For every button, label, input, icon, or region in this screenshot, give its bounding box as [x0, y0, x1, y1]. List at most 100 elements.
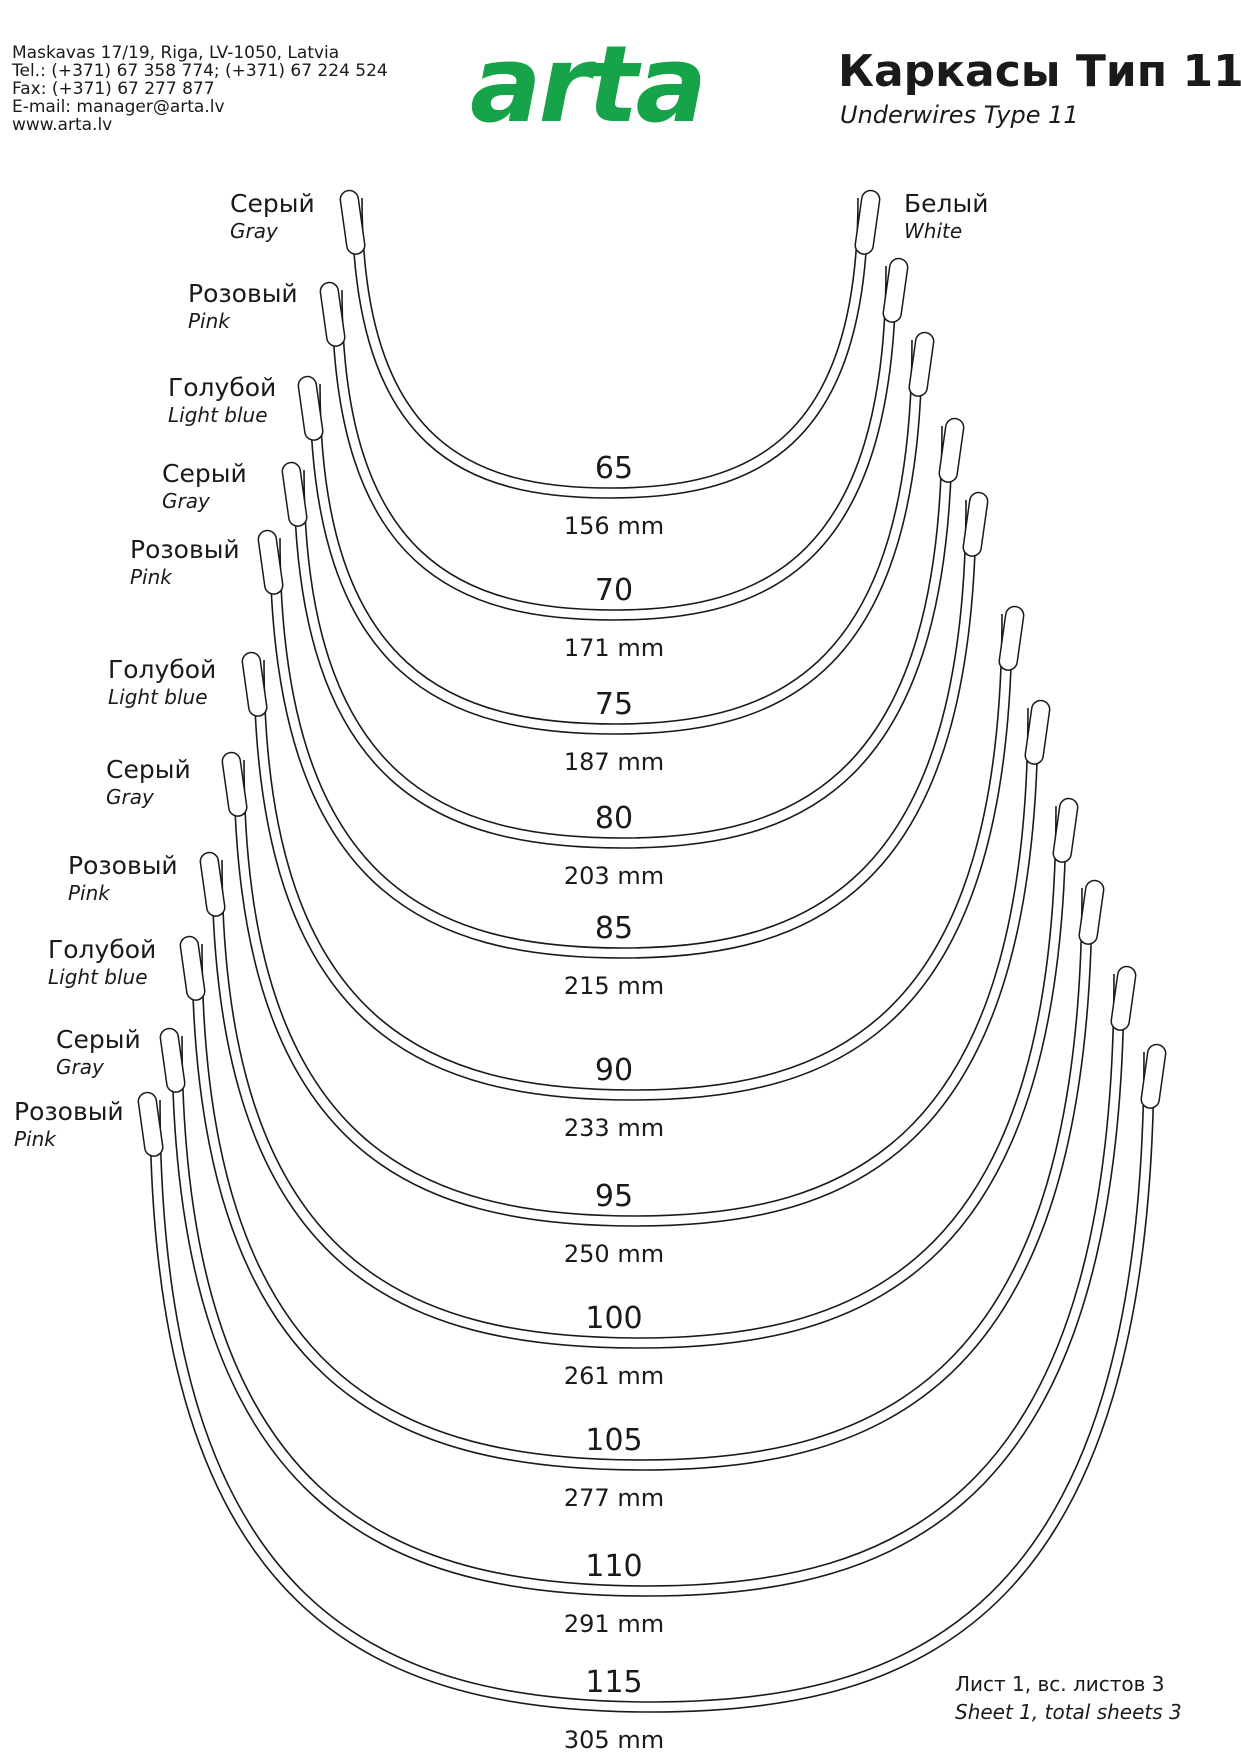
- wire-outer-line: [211, 805, 1067, 1349]
- wire-outer-line: [351, 197, 869, 499]
- wire-right-tip: [1024, 699, 1051, 765]
- arta-logo: arta: [470, 23, 707, 146]
- wire-size-label: 95: [595, 1179, 633, 1214]
- wire-color-ru: Серый: [56, 1025, 141, 1054]
- wire-color-ru: Розовый: [68, 851, 178, 880]
- wire-right-color-ru: Белый: [904, 189, 989, 218]
- wire-inner-line: [159, 1051, 1145, 1703]
- wire-length-label: 156 mm: [564, 512, 664, 540]
- wire-color-ru: Розовый: [14, 1097, 124, 1126]
- wire-right-tip: [998, 605, 1025, 671]
- wire-color-en: Pink: [130, 565, 173, 589]
- wire-right-tip: [962, 491, 989, 557]
- wire-color-en: Gray: [162, 489, 211, 513]
- wire-color-en: Light blue: [108, 685, 208, 709]
- wire-left-tip: [137, 1091, 164, 1157]
- wire-length-label: 305 mm: [564, 1726, 664, 1754]
- wire-size-label: 110: [585, 1549, 642, 1584]
- wire-left-tip: [221, 751, 248, 817]
- wire-right-tip: [1078, 879, 1105, 945]
- wire-left-tip: [339, 189, 366, 255]
- wire-color-en: Light blue: [48, 965, 148, 989]
- wire-size-label: 115: [585, 1665, 642, 1700]
- email-text: E-mail: manager@arta.lv: [12, 97, 225, 117]
- wire-color-ru: Голубой: [48, 935, 156, 964]
- wire-color-en: Pink: [14, 1127, 57, 1151]
- wire-size-label: 75: [595, 687, 633, 722]
- wire-outer-line: [309, 339, 923, 735]
- phone-text: Tel.: (+371) 67 358 774; (+371) 67 224 5…: [12, 61, 388, 81]
- wire-color-en: Gray: [106, 785, 155, 809]
- wire-size-label: 105: [585, 1423, 642, 1458]
- wire-length-label: 277 mm: [564, 1484, 664, 1512]
- wire-outer-line: [293, 425, 953, 849]
- wire-right-tip: [938, 417, 965, 483]
- wire-outer-line: [171, 973, 1125, 1597]
- wire-right-tip: [908, 331, 935, 397]
- wire-right-color-en: White: [904, 219, 962, 243]
- wire-inner-line: [263, 613, 1003, 1091]
- wire-length-label: 233 mm: [564, 1114, 664, 1142]
- wire-left-tip: [241, 651, 268, 717]
- website-text: www.arta.lv: [12, 115, 113, 135]
- wire-color-en: Gray: [230, 219, 279, 243]
- wire-left-tip: [297, 375, 324, 441]
- wire-color-ru: Серый: [106, 755, 191, 784]
- wire-inner-line: [201, 887, 1083, 1461]
- wire-length-label: 291 mm: [564, 1610, 664, 1638]
- wire-right-tip: [1110, 965, 1137, 1031]
- wire-inner-line: [319, 339, 913, 725]
- wire-inner-line: [361, 197, 859, 489]
- page-title-en: Underwires Type 11: [840, 101, 1079, 129]
- wire-outer-line: [149, 1051, 1155, 1713]
- wire-outer-line: [233, 707, 1039, 1227]
- wire-outer-line: [269, 499, 977, 959]
- sheet-info-ru: Лист 1, вс. листов 3: [955, 1672, 1165, 1696]
- wire-color-ru: Розовый: [188, 279, 298, 308]
- wire-size-label: 80: [595, 801, 633, 836]
- wire-inner-line: [221, 805, 1057, 1339]
- wire-color-ru: Голубой: [168, 373, 276, 402]
- page-title-ru: Каркасы Тип 11: [838, 46, 1241, 97]
- wire-left-tip: [159, 1027, 186, 1093]
- wire-inner-line: [181, 973, 1115, 1587]
- wire-right-tip: [854, 189, 881, 255]
- wire-outer-line: [253, 613, 1013, 1101]
- wire-color-en: Light blue: [168, 403, 268, 427]
- sheet-info: Лист 1, вс. листов 3 Sheet 1, total shee…: [955, 1670, 1182, 1726]
- wire-left-tip: [281, 461, 308, 527]
- wire-size-label: 85: [595, 911, 633, 946]
- wire-right-tip: [1140, 1043, 1167, 1109]
- wire-color-en: Pink: [68, 881, 111, 905]
- wire-inner-line: [303, 425, 943, 839]
- wire-length-label: 250 mm: [564, 1240, 664, 1268]
- wire-color-ru: Розовый: [130, 535, 240, 564]
- wire-length-label: 261 mm: [564, 1362, 664, 1390]
- wire-outer-line: [191, 887, 1093, 1471]
- address-text: Maskavas 17/19, Riga, LV-1050, Latvia: [12, 43, 340, 63]
- wire-size-label: 65: [595, 451, 633, 486]
- wire-length-label: 203 mm: [564, 862, 664, 890]
- wire-right-tip: [1052, 797, 1079, 863]
- wire-size-label: 100: [585, 1301, 642, 1336]
- wire-left-tip: [199, 851, 226, 917]
- wire-length-label: 187 mm: [564, 748, 664, 776]
- wire-left-tip: [179, 935, 206, 1001]
- wire-inner-line: [279, 499, 967, 949]
- fax-text: Fax: (+371) 67 277 877: [12, 79, 215, 99]
- sheet-info-en: Sheet 1, total sheets 3: [955, 1700, 1182, 1724]
- wire-color-ru: Серый: [162, 459, 247, 488]
- wire-left-tip: [319, 281, 346, 347]
